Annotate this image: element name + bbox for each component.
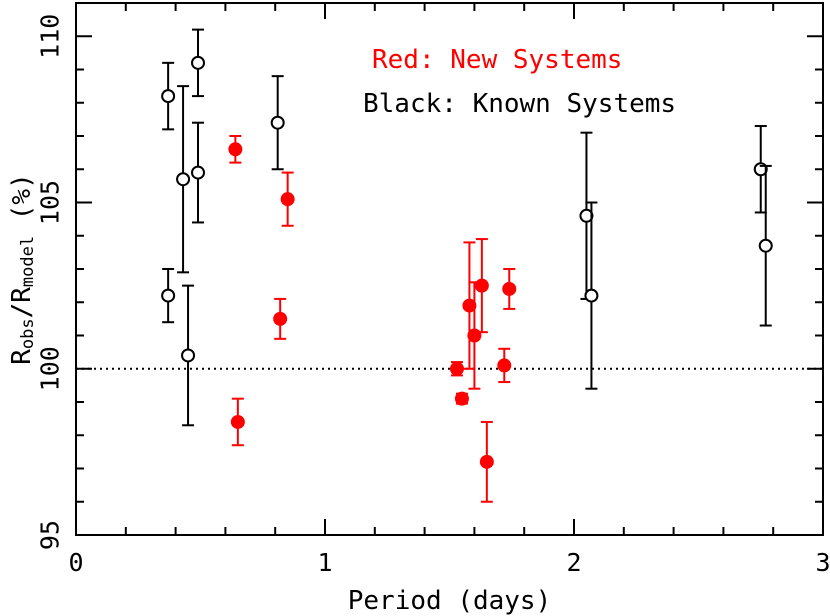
- x-tick-label: 1: [317, 548, 332, 577]
- legend-new-systems: Red: New Systems: [372, 45, 622, 75]
- data-point: [230, 414, 245, 429]
- plot-frame: [75, 2, 824, 536]
- data-point: [579, 208, 594, 223]
- data-point: [497, 358, 512, 373]
- y-axis-title-sub1: obs: [18, 318, 38, 349]
- data-points: [161, 28, 773, 503]
- y-axis-title-sep: /R: [7, 287, 37, 319]
- data-point: [191, 55, 206, 70]
- data-point: [280, 192, 295, 207]
- data-point: [273, 311, 288, 326]
- y-axis-title: Robs/Rmodel (%): [7, 173, 38, 365]
- data-point: [454, 391, 469, 406]
- x-tick-label: 0: [68, 548, 83, 577]
- series-known-systems: [161, 28, 773, 427]
- y-tick-label: 95: [36, 520, 65, 550]
- tick-labels: 0 1 2 3 95 100 105 110: [36, 14, 830, 577]
- y-tick-label: 100: [36, 346, 65, 391]
- data-point: [161, 89, 176, 104]
- data-point: [584, 288, 599, 303]
- x-axis-title: Period (days): [348, 586, 552, 616]
- data-point: [228, 142, 243, 157]
- axis-ticks: [75, 2, 824, 536]
- y-axis-title-r1: R: [7, 349, 37, 365]
- y-axis-title-suffix: (%): [7, 173, 37, 236]
- data-point: [181, 348, 196, 363]
- y-tick-label: 105: [36, 180, 65, 225]
- data-point: [758, 238, 773, 253]
- y-tick-label: 110: [36, 14, 65, 59]
- data-point: [462, 298, 477, 313]
- x-tick-label: 2: [566, 548, 581, 577]
- y-axis-title-sub2: model: [18, 236, 38, 287]
- data-point: [161, 288, 176, 303]
- legend-known-systems: Black: Known Systems: [363, 89, 676, 119]
- data-point: [449, 361, 464, 376]
- data-point: [474, 278, 489, 293]
- data-point: [176, 172, 191, 187]
- data-point: [191, 165, 206, 180]
- data-point: [270, 115, 285, 130]
- data-point: [502, 281, 517, 296]
- series-new-systems: [228, 135, 517, 503]
- x-tick-label: 3: [815, 548, 830, 577]
- data-point: [479, 454, 494, 469]
